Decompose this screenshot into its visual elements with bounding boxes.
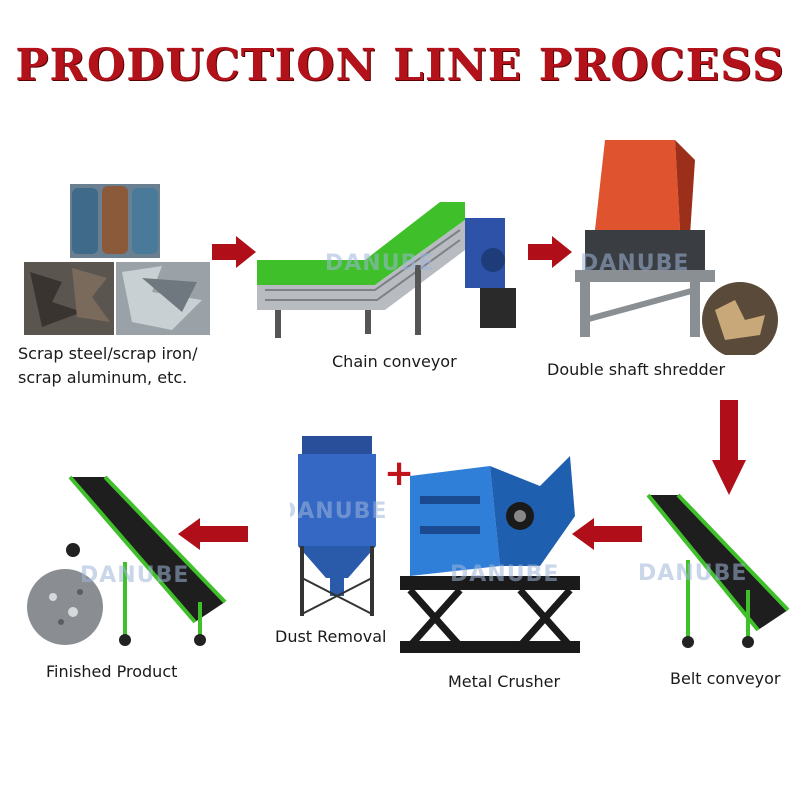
arrow-left-icon [572, 518, 642, 550]
finished-conveyor-icon: DANUBE [27, 475, 227, 646]
watermark: DANUBE [580, 251, 689, 276]
arrow-down-icon [712, 400, 746, 495]
shredder-icon: DANUBE [575, 140, 778, 355]
watermark: DANUBE [638, 561, 747, 586]
page-title: PRODUCTION LINE PROCESS [15, 40, 785, 91]
chain-conveyor-icon: DANUBE [257, 202, 516, 338]
scrap-metal-icon [24, 184, 210, 335]
step-label-dust-removal: Dust Removal [275, 627, 387, 646]
step-label-scrap: Scrap steel/scrap iron/ scrap aluminum, … [18, 344, 198, 387]
watermark: DANUBE [290, 499, 387, 524]
step-label-shredder: Double shaft shredder [547, 360, 726, 379]
watermark: DANUBE [450, 562, 559, 587]
watermark: DANUBE [325, 251, 434, 276]
step-label-belt-conveyor: Belt conveyor [670, 669, 781, 688]
plus-sign: + [384, 453, 415, 494]
step-label-metal-crusher: Metal Crusher [448, 672, 561, 691]
metal-crusher-icon: DANUBE [400, 456, 580, 653]
step-label-chain-conveyor: Chain conveyor [332, 352, 457, 371]
arrow-left-icon [178, 518, 248, 550]
step-label-finished-product: Finished Product [46, 662, 178, 681]
belt-conveyor-icon: DANUBE [638, 493, 790, 648]
watermark: DANUBE [80, 563, 189, 588]
arrow-right-icon [212, 236, 256, 268]
dust-collector-icon: DANUBE [290, 436, 387, 616]
arrow-right-icon [528, 236, 572, 268]
